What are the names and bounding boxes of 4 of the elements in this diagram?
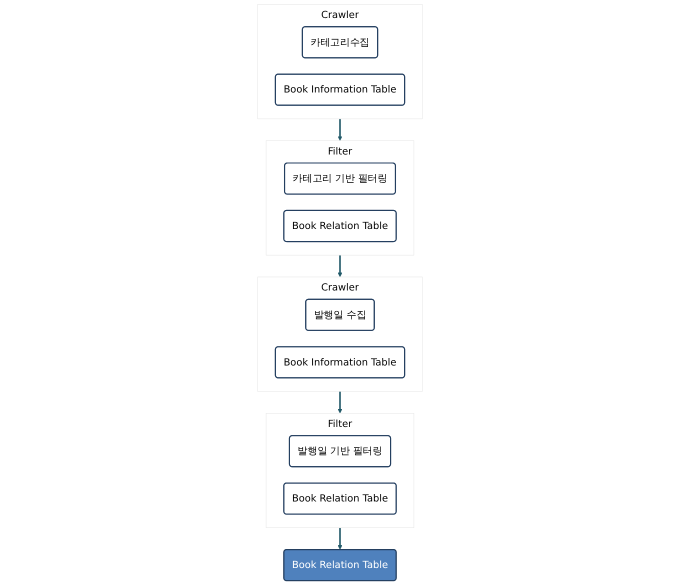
arrow — [338, 118, 342, 141]
arrow — [338, 528, 342, 550]
arrow — [338, 391, 342, 414]
arrow — [338, 255, 342, 278]
